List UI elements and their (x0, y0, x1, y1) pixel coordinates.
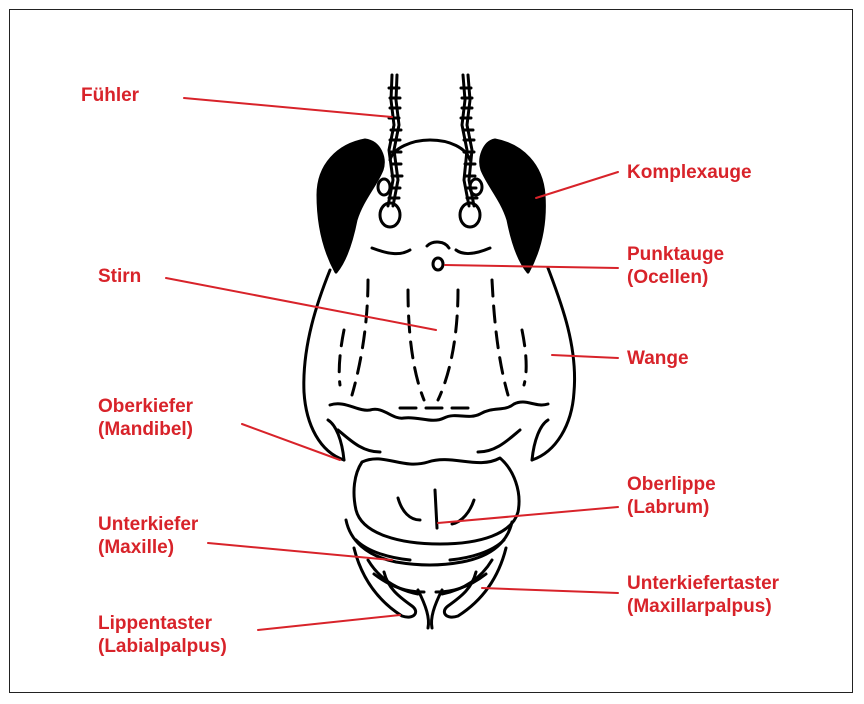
label-punktauge-line1: Punktauge (627, 243, 724, 266)
label-komplexauge: Komplexauge (627, 161, 752, 184)
head-sutures (339, 280, 526, 408)
label-oberkiefer-line2: (Mandibel) (98, 418, 193, 441)
label-oberlippe: Oberlippe (Labrum) (627, 473, 716, 519)
label-oberlippe-line1: Oberlippe (627, 473, 716, 496)
compound-eye-right (481, 140, 545, 272)
leader-wange (552, 355, 618, 358)
leader-stirn (166, 278, 436, 330)
label-fuehler-text: Fühler (81, 84, 139, 107)
label-komplexauge-text: Komplexauge (627, 161, 752, 184)
label-lippentaster-line1: Lippentaster (98, 612, 227, 635)
label-stirn: Stirn (98, 265, 141, 288)
label-stirn-text: Stirn (98, 265, 141, 288)
label-unterkiefer: Unterkiefer (Maxille) (98, 513, 198, 559)
label-punktauge: Punktauge (Ocellen) (627, 243, 724, 289)
label-lippentaster-line2: (Labialpalpus) (98, 635, 227, 658)
label-oberkiefer-line1: Oberkiefer (98, 395, 193, 418)
ocellus (433, 258, 443, 270)
mandibles (330, 402, 548, 420)
label-oberkiefer: Oberkiefer (Mandibel) (98, 395, 193, 441)
label-punktauge-line2: (Ocellen) (627, 266, 724, 289)
label-unterkiefertaster: Unterkiefertaster (Maxillarpalpus) (627, 572, 779, 618)
label-unterkiefertaster-line2: (Maxillarpalpus) (627, 595, 779, 618)
leader-oberkiefer (242, 424, 340, 460)
label-lippentaster: Lippentaster (Labialpalpus) (98, 612, 227, 658)
label-unterkiefer-line2: (Maxille) (98, 536, 198, 559)
leader-lippentaster (258, 615, 400, 630)
label-unterkiefertaster-line1: Unterkiefertaster (627, 572, 779, 595)
label-fuehler: Fühler (81, 84, 139, 107)
label-unterkiefer-line1: Unterkiefer (98, 513, 198, 536)
label-oberlippe-line2: (Labrum) (627, 496, 716, 519)
compound-eye-left (318, 140, 383, 272)
leader-unterkiefertaster (482, 588, 618, 593)
label-wange: Wange (627, 347, 689, 370)
leader-fuehler (184, 98, 392, 117)
leader-komplexauge (536, 172, 618, 198)
insect-head-drawing (304, 75, 575, 628)
label-wange-text: Wange (627, 347, 689, 370)
